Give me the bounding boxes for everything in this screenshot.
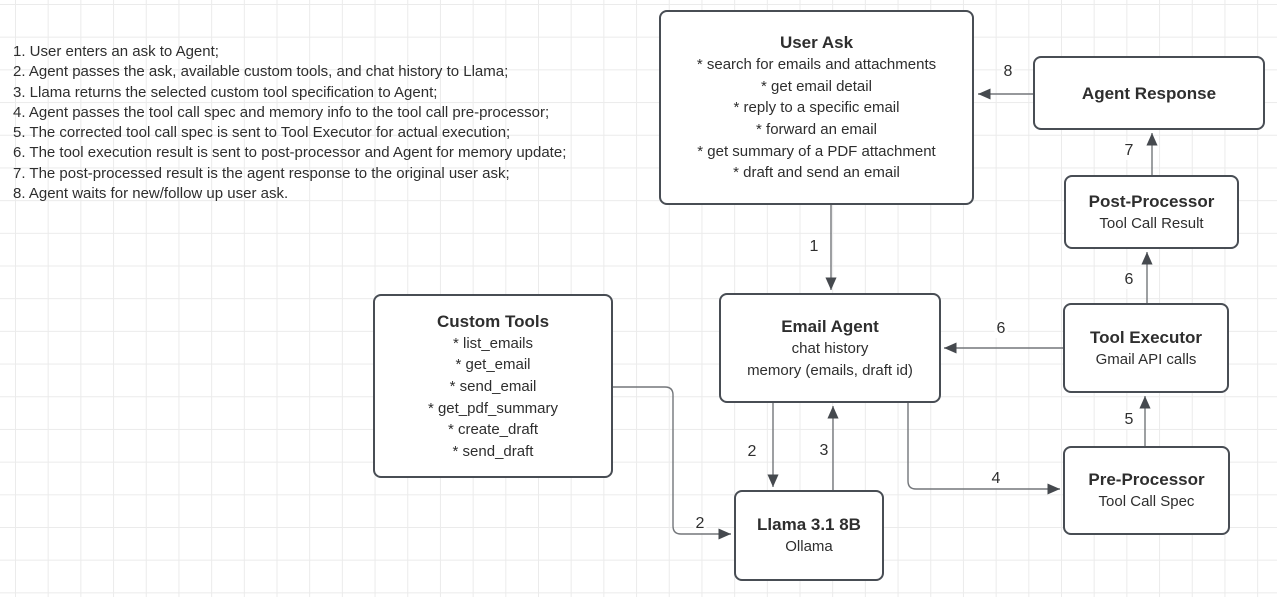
- node-custom-tools-title: Custom Tools: [436, 311, 550, 331]
- step-note: 6. The tool execution result is sent to …: [13, 144, 567, 162]
- node-llama-title: Llama 3.1 8B: [757, 515, 861, 535]
- edge-label-1: 1: [807, 238, 821, 256]
- edge-label-6-agent: 6: [994, 320, 1008, 338]
- step-note: 5. The corrected tool call spec is sent …: [13, 124, 511, 142]
- node-pre-processor: Pre-Processor Tool Call Spec: [1063, 446, 1230, 535]
- node-llama-line: Ollama: [785, 538, 833, 556]
- node-post-processor-line: Tool Call Result: [1099, 214, 1204, 232]
- step-note: 4. Agent passes the tool call spec and m…: [13, 103, 550, 121]
- node-email-agent-line: memory (emails, draft id): [747, 361, 913, 379]
- node-user-ask-line: * reply to a specific email: [733, 99, 900, 117]
- node-pre-processor-line: Tool Call Spec: [1098, 493, 1195, 511]
- edge-label-3: 3: [817, 442, 831, 460]
- node-email-agent-line: chat history: [791, 339, 869, 357]
- node-llama: Llama 3.1 8B Ollama: [734, 490, 884, 581]
- step-notes: 1. User enters an ask to Agent; 2. Agent…: [13, 42, 566, 204]
- node-user-ask-line: * forward an email: [756, 121, 877, 138]
- node-custom-tools-line: * create_draft: [447, 421, 539, 439]
- node-custom-tools-line: * send_draft: [452, 442, 534, 460]
- step-note: 8. Agent waits for new/follow up user as…: [13, 185, 289, 203]
- edge-email-agent-to-pre-processor: [907, 403, 1060, 495]
- edge-label-6-post: 6: [1122, 271, 1136, 289]
- node-post-processor: Post-Processor Tool Call Result: [1064, 175, 1239, 249]
- edge-label-5: 5: [1122, 411, 1136, 429]
- node-tool-executor-line: Gmail API calls: [1095, 350, 1197, 368]
- edge-label-2-tools: 2: [693, 515, 707, 533]
- node-custom-tools: Custom Tools * list_emails * get_email *…: [373, 294, 613, 478]
- edge-label-8: 8: [1001, 63, 1015, 81]
- node-post-processor-title: Post-Processor: [1088, 191, 1215, 211]
- edge-label-2-agent: 2: [745, 443, 759, 461]
- step-note: 3. Llama returns the selected custom too…: [13, 83, 438, 101]
- node-agent-response-title: Agent Response: [1081, 83, 1217, 103]
- node-email-agent-title: Email Agent: [781, 316, 879, 336]
- node-custom-tools-line: * send_email: [449, 377, 537, 395]
- node-agent-response: Agent Response: [1033, 56, 1265, 130]
- edge-custom-tools-to-llama: [613, 386, 731, 540]
- node-custom-tools-line: * get_email: [455, 356, 531, 374]
- step-note: 7. The post-processed result is the agen…: [13, 164, 510, 182]
- node-user-ask-line: * get summary of a PDF attachment: [697, 142, 936, 160]
- node-custom-tools-line: * list_emails: [452, 334, 534, 352]
- node-user-ask-title: User Ask: [779, 33, 854, 53]
- node-user-ask: User Ask * search for emails and attachm…: [659, 10, 974, 205]
- node-tool-executor: Tool Executor Gmail API calls: [1063, 303, 1229, 393]
- node-user-ask-line: * get email detail: [761, 77, 872, 95]
- step-note: 2. Agent passes the ask, available custo…: [13, 63, 509, 81]
- node-custom-tools-line: * get_pdf_summary: [427, 399, 559, 417]
- edge-label-7: 7: [1122, 142, 1136, 160]
- edge-label-4: 4: [989, 470, 1003, 488]
- node-email-agent: Email Agent chat history memory (emails,…: [719, 293, 941, 403]
- node-pre-processor-title: Pre-Processor: [1088, 470, 1205, 490]
- node-tool-executor-title: Tool Executor: [1089, 327, 1203, 347]
- step-note: 1. User enters an ask to Agent;: [13, 43, 219, 60]
- node-user-ask-line: * search for emails and attachments: [696, 56, 937, 74]
- node-user-ask-line: * draft and send an email: [733, 164, 900, 182]
